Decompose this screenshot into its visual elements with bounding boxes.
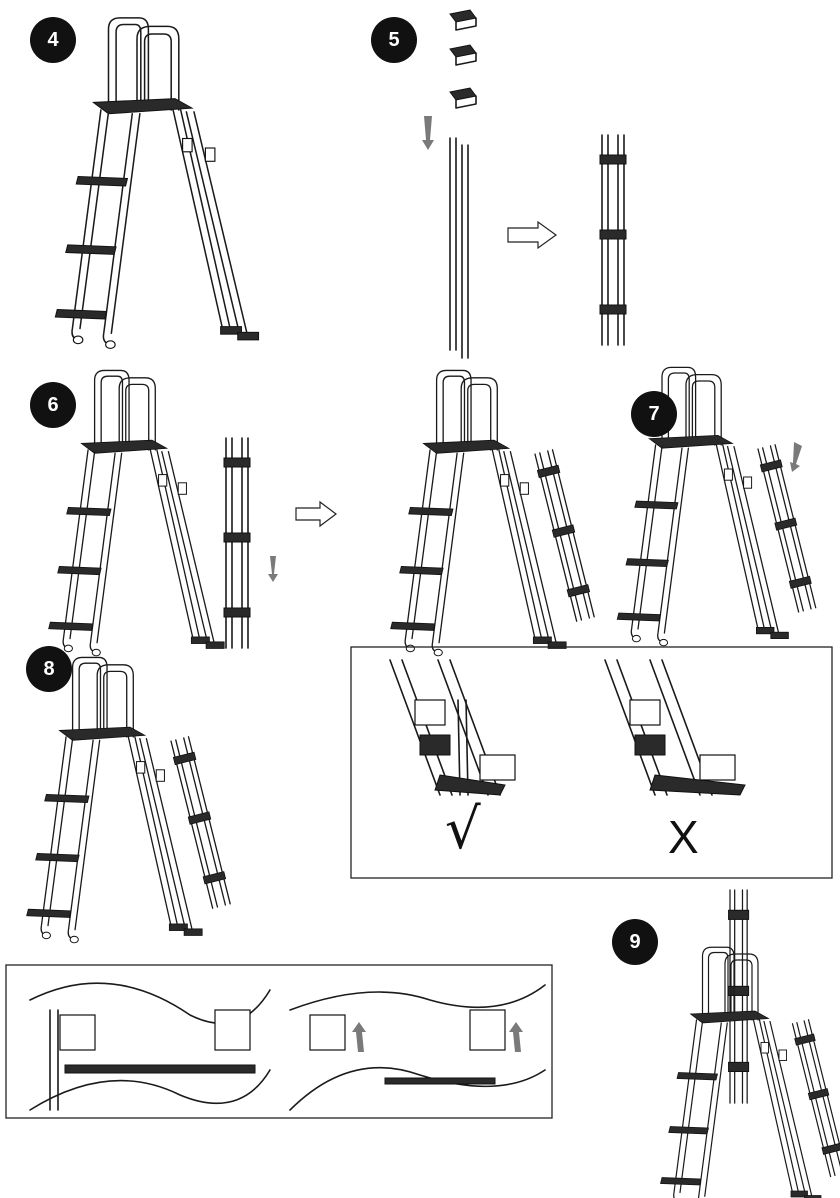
step-6-illustration <box>48 369 596 657</box>
step-7-badge: 7 <box>631 391 677 437</box>
correct-mark: √ <box>445 797 481 862</box>
push-arrow-icon <box>790 442 802 472</box>
lift-arrow-icon <box>509 1022 523 1052</box>
step-8-illustration <box>27 657 232 942</box>
step-4-illustration <box>54 17 260 350</box>
step-5-badge: 5 <box>371 17 417 63</box>
lift-detail-left <box>29 982 271 1111</box>
step-9-illustration <box>661 889 840 1198</box>
step-8-badge: 8 <box>26 646 72 692</box>
push-arrow-icon <box>268 556 278 582</box>
direction-arrow-icon <box>507 220 558 250</box>
check-wrong-detail <box>604 659 746 796</box>
lift-arrow-icon <box>352 1022 366 1052</box>
direction-arrow-icon <box>295 500 337 528</box>
wrong-mark: X <box>668 811 699 863</box>
step-5-illustration <box>422 9 627 359</box>
step-7-illustration <box>617 367 817 645</box>
push-arrow-icon <box>422 116 434 150</box>
lift-detail-frame <box>5 964 553 1119</box>
step-6-badge: 6 <box>30 382 76 428</box>
step-4-badge: 4 <box>30 17 76 63</box>
step-9-badge: 9 <box>612 919 658 965</box>
lift-detail-right <box>289 984 546 1111</box>
check-correct-detail <box>389 659 516 796</box>
check-panel-frame <box>350 646 833 879</box>
